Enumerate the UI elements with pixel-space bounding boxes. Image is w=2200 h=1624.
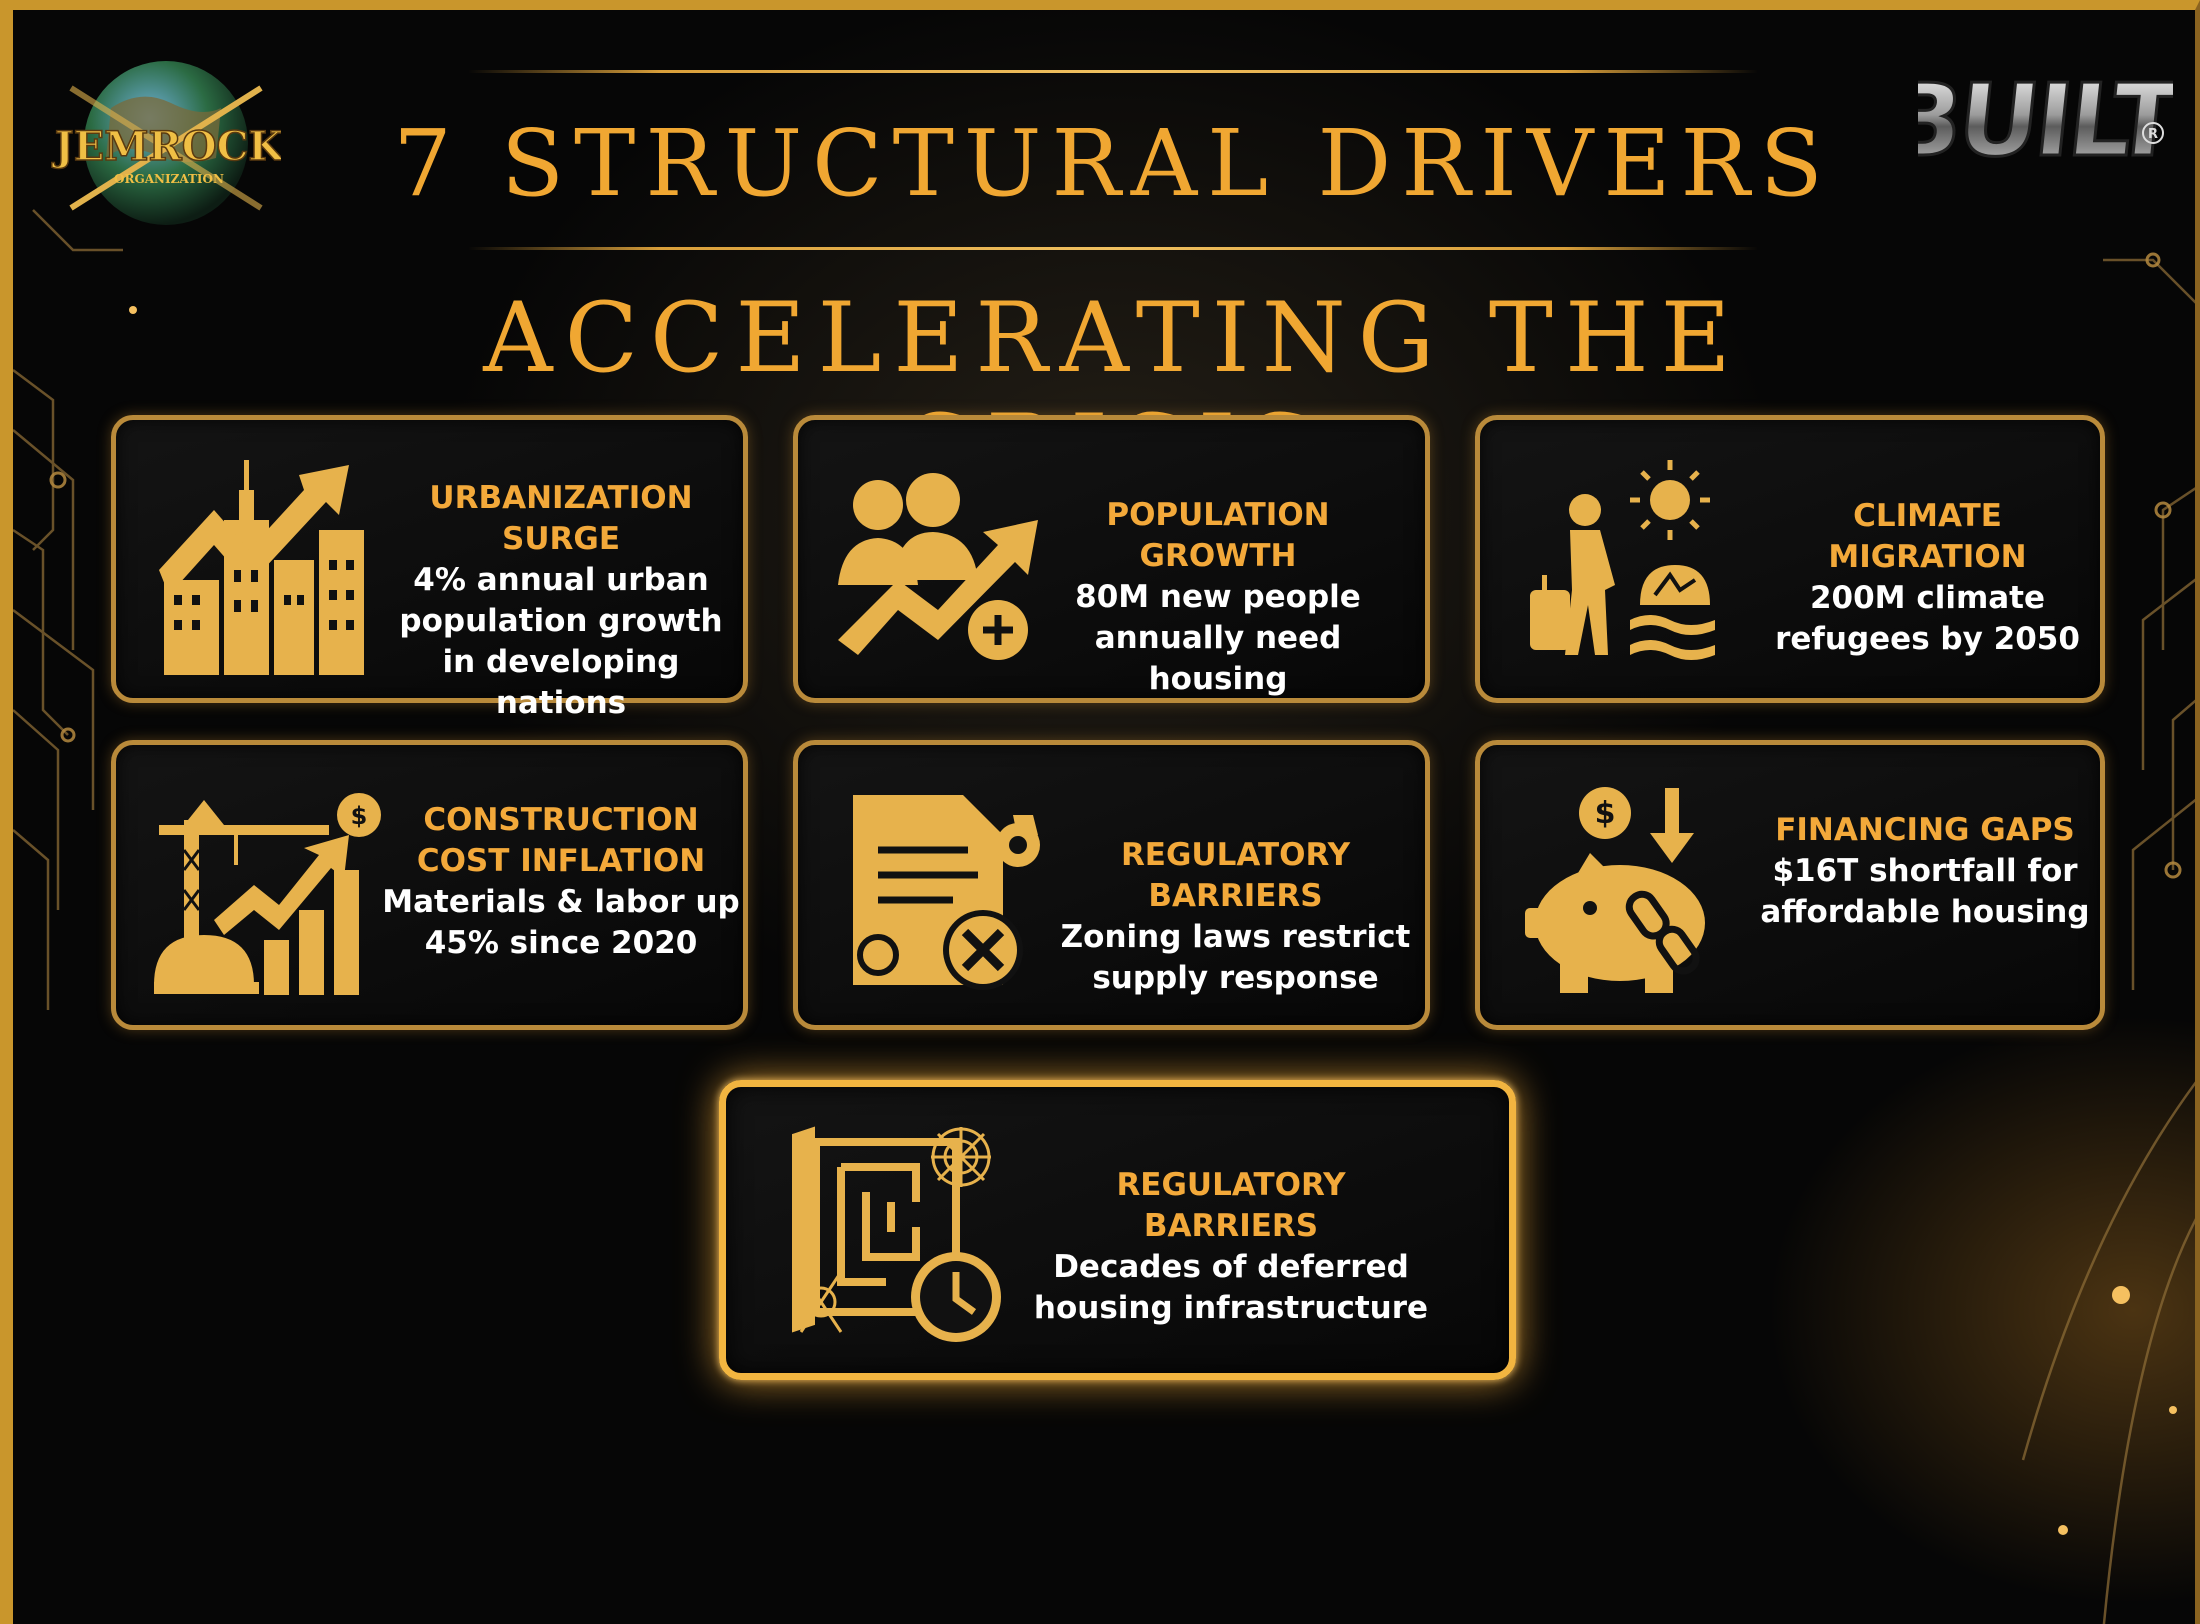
driver-card-climate: CLIMATE MIGRATION 200M climate refugees … <box>1475 415 2105 703</box>
driver-card-urbanization: URBANIZATION SURGE 4% annual urban popul… <box>111 415 748 721</box>
driver-card-population: POPULATION GROWTH 80M new people annuall… <box>793 415 1430 703</box>
city-growth-icon <box>159 460 364 675</box>
driver-description: Zoning laws restrict supply response <box>1060 919 1411 996</box>
driver-heading: REGULATORY BARRIERS <box>1120 837 1351 914</box>
driver-text: POPULATION GROWTH 80M new people annuall… <box>1023 495 1413 700</box>
driver-heading: FINANCING GAPS <box>1775 812 2075 848</box>
svg-text:R: R <box>2148 127 2158 142</box>
driver-text: REGULATORY BARRIERS Zoning laws restrict… <box>1048 835 1423 999</box>
driver-heading: REGULATORY BARRIERS <box>1116 1167 1346 1244</box>
driver-card-infrastructure: REGULATORY BARRIERS Decades of deferred … <box>719 1080 1516 1380</box>
driver-text: REGULATORY BARRIERS Decades of deferred … <box>1026 1165 1436 1329</box>
piggy-bank-chain-icon: $ <box>1525 787 1705 993</box>
svg-text:BUILT: BUILT <box>1918 62 2173 175</box>
driver-heading: CLIMATE MIGRATION <box>1828 498 2027 575</box>
deferred-infrastructure-icon <box>792 1126 1001 1342</box>
svg-text:$: $ <box>351 802 368 830</box>
climate-migration-icon <box>1530 460 1715 660</box>
svg-text:JEMROCK: JEMROCK <box>52 123 281 170</box>
driver-description: $16T shortfall for affordable housing <box>1760 853 2090 930</box>
svg-text:$: $ <box>1595 796 1616 831</box>
regulatory-document-icon <box>853 795 1040 990</box>
driver-card-financing: $ FINANCING GAPS $16T shortfall for affo… <box>1475 740 2105 1030</box>
driver-text: CLIMATE MIGRATION 200M climate refugees … <box>1755 496 2100 660</box>
population-growth-icon <box>838 473 1038 660</box>
driver-description: 4% annual urban population growth in dev… <box>399 562 723 721</box>
driver-card-construction: $ CONSTRUCTION COST INFLATION Materials … <box>111 740 748 1030</box>
driver-text: URBANIZATION SURGE 4% annual urban popul… <box>381 478 741 724</box>
driver-heading: POPULATION GROWTH <box>1106 497 1330 574</box>
driver-heading: CONSTRUCTION COST INFLATION <box>416 802 706 879</box>
driver-description: 80M new people annually need housing <box>1075 579 1361 697</box>
driver-text: FINANCING GAPS $16T shortfall for afford… <box>1755 810 2095 933</box>
built-logo: BUILT R <box>1918 61 2173 175</box>
driver-card-regulatory: REGULATORY BARRIERS Zoning laws restrict… <box>793 740 1430 1030</box>
title-rule-bottom <box>468 247 1758 250</box>
title-rule-top <box>468 70 1758 73</box>
page-title: 7 STRUCTURAL DRIVERS <box>393 110 1833 217</box>
svg-text:ORGANIZATION: ORGANIZATION <box>114 172 224 186</box>
driver-description: Materials & labor up 45% since 2020 <box>382 884 740 961</box>
construction-cost-icon: $ <box>154 793 381 995</box>
driver-description: Decades of deferred housing infrastructu… <box>1033 1249 1429 1326</box>
jemrock-organization-logo: JEMROCK ORGANIZATION <box>51 61 281 225</box>
driver-heading: URBANIZATION SURGE <box>429 480 693 557</box>
driver-description: 200M climate refugees by 2050 <box>1775 580 2080 657</box>
driver-text: CONSTRUCTION COST INFLATION Materials & … <box>381 800 741 964</box>
